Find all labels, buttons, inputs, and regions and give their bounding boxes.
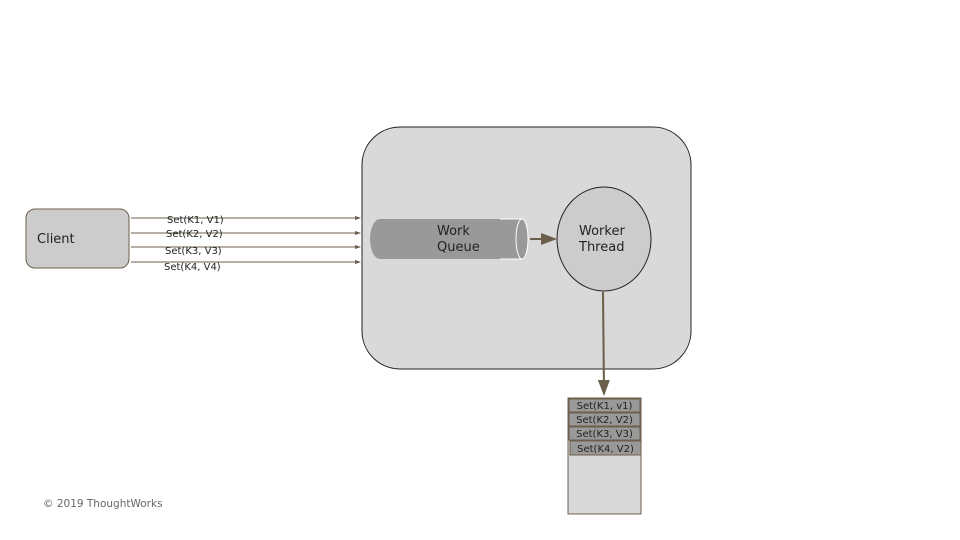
store-entry-label-3: Set(K3, V3) <box>576 429 633 440</box>
work-queue: Work Queue <box>370 218 529 260</box>
arrow-worker-to-store <box>597 291 610 396</box>
store-entry <box>568 398 641 413</box>
message-label-4: Set(K4, V4) <box>164 262 221 273</box>
store-entry-label-2: Set(K2, V2) <box>576 415 633 426</box>
store-entry <box>569 440 642 456</box>
queue-end-cap <box>515 218 529 260</box>
copyright-footer: © 2019 ThoughtWorks <box>43 498 163 510</box>
key-value-store: Set(K1, v1) Set(K2, V2) Set(K3, V3) Set(… <box>567 397 642 515</box>
worker-label-line2: Thread <box>578 240 624 255</box>
message-arrows: Set(K1, V1) Set(K2, V2) Set(K3, V3) Set(… <box>131 215 361 273</box>
store-entry <box>568 412 641 427</box>
client-node: Client <box>25 208 130 269</box>
queue-label-line2: Queue <box>437 240 480 255</box>
store-entry-label-1: Set(K1, v1) <box>577 401 633 412</box>
store-entry <box>568 426 641 441</box>
store-entry-label-4: Set(K4, V2) <box>577 444 634 455</box>
worker-thread: Worker Thread <box>556 186 652 292</box>
worker-label-line1: Worker <box>579 224 625 239</box>
client-label: Client <box>37 232 75 247</box>
queue-label-line1: Work <box>437 224 470 239</box>
message-label-2: Set(K2, V2) <box>166 229 223 240</box>
message-label-1: Set(K1, V1) <box>167 215 224 226</box>
message-label-3: Set(K3, V3) <box>165 246 222 257</box>
